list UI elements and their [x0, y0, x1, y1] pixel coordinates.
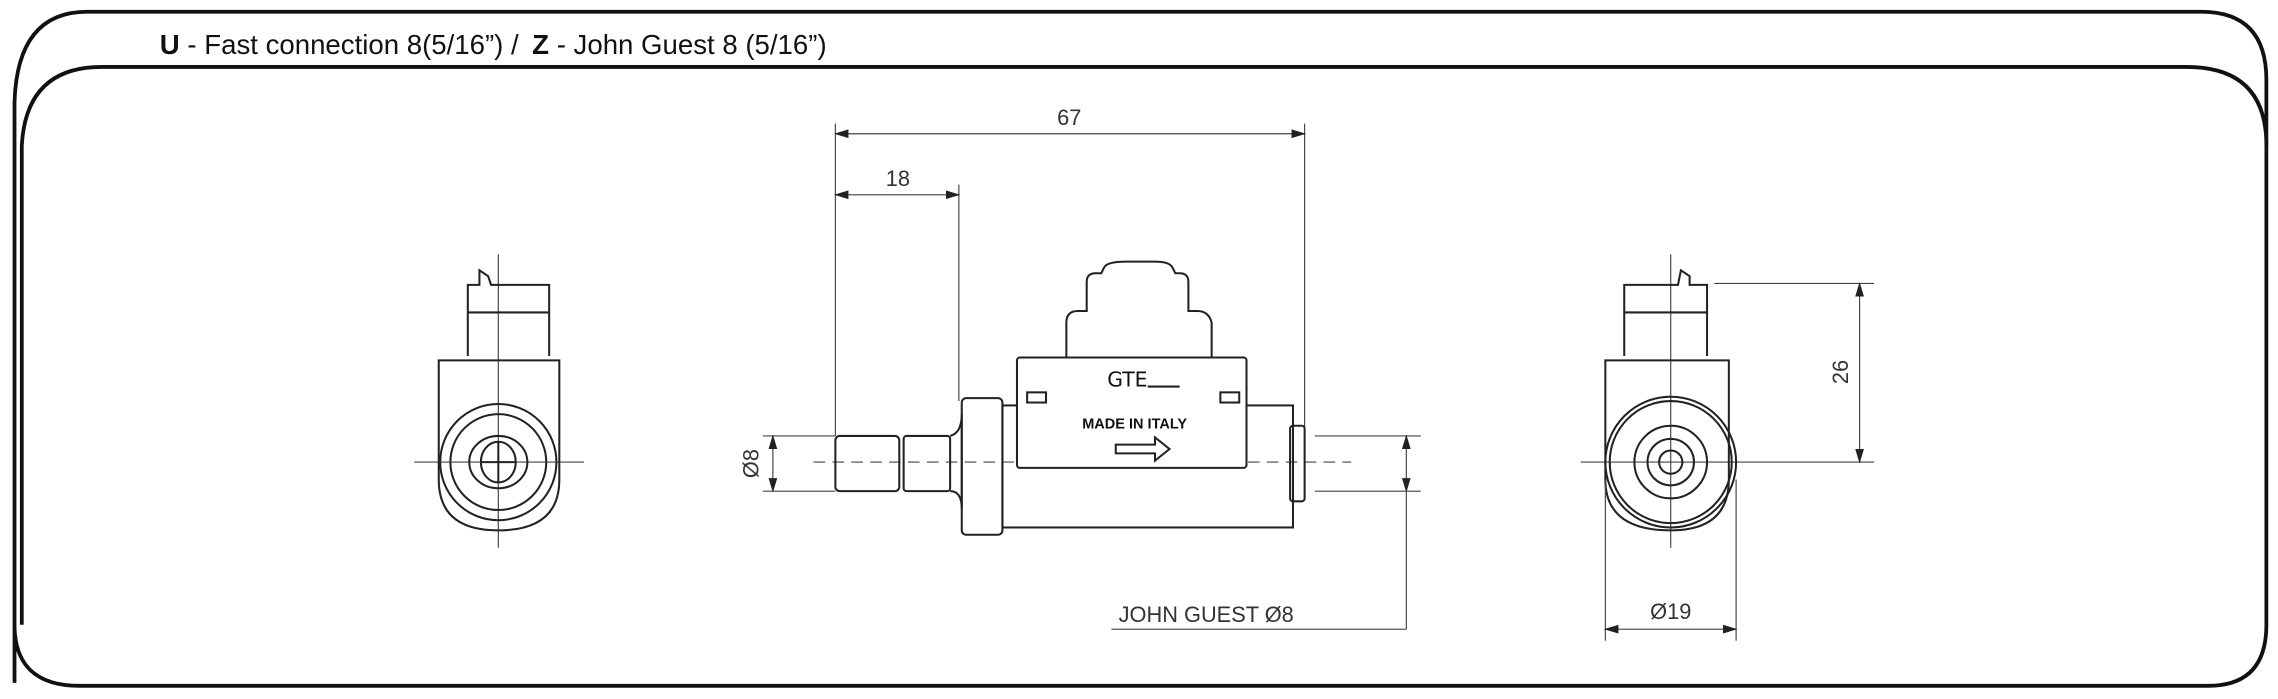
title-z-text: - John Guest 8 (5/16”) — [557, 29, 827, 60]
dim-inlet-length: 18 — [886, 166, 910, 191]
dim-outlet-label: JOHN GUEST Ø8 — [1119, 602, 1294, 627]
logo-mark: GTE — [1107, 368, 1147, 392]
outer-frame — [12, 9, 2269, 688]
made-in-italy-mark: MADE IN ITALY — [1082, 417, 1187, 433]
inner-frame — [19, 65, 2269, 625]
dim-body-diameter: Ø19 — [1650, 599, 1691, 624]
flow-arrow-icon — [1114, 435, 1172, 463]
section-title: U - Fast connection 8(5/16”) / Z - John … — [160, 29, 827, 60]
code-z: Z — [532, 29, 549, 60]
title-u-text: - Fast connection 8(5/16”) / — [187, 29, 519, 60]
dim-total-length: 67 — [1057, 105, 1081, 130]
right-end-view: 26 Ø19 — [1580, 254, 1875, 641]
code-u: U — [160, 29, 180, 60]
left-end-view — [414, 254, 585, 548]
dim-inlet-diameter: Ø8 — [738, 449, 763, 478]
side-view: 67 18 GTE MADE IN ITALY Ø8 — [738, 105, 1421, 630]
dim-height: 26 — [1828, 360, 1853, 384]
